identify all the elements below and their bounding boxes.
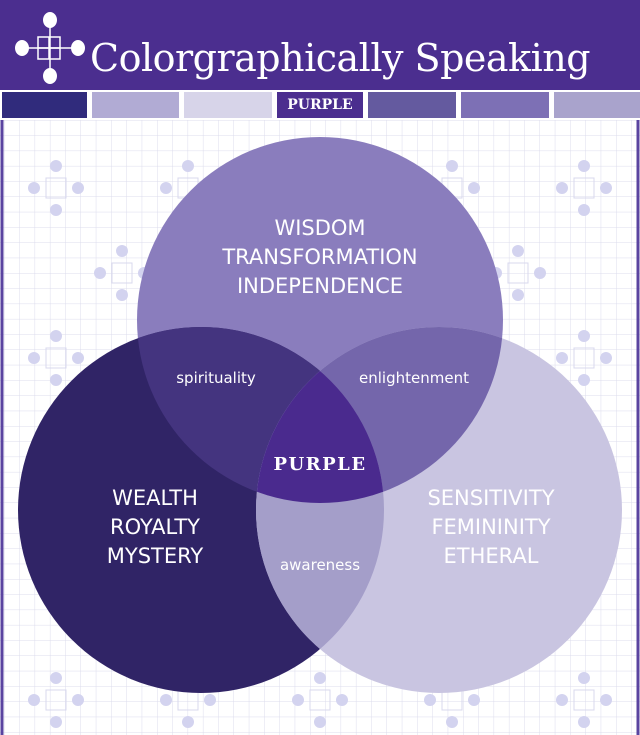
top-label-2: TRANSFORMATION [221,245,417,269]
swatch-6 [554,92,640,118]
swatch-0 [2,92,87,118]
top-label-1: WISDOM [274,216,365,240]
top-label-3: INDEPENDENCE [237,274,403,298]
spirituality-label: spirituality [176,369,256,387]
swatch-2 [184,92,272,118]
awareness-label: awareness [280,556,360,574]
header-banner: Colorgraphically Speaking [0,0,640,90]
color-swatch-bar: PURPLE [0,90,640,120]
left-label-1: WEALTH [112,486,198,510]
right-label-1: SENSITIVITY [427,486,554,510]
swatch-1 [92,92,179,118]
swatch-5 [461,92,549,118]
left-label-2: ROYALTY [110,515,200,539]
left-label-3: MYSTERY [107,544,204,568]
swatch-purple-label: PURPLE [277,92,363,118]
venn-diagram: WISDOM TRANSFORMATION INDEPENDENCE WEALT… [0,120,640,735]
grid-flower-icon [15,12,85,84]
right-label-3: ETHERAL [444,544,539,568]
page-title: Colorgraphically Speaking [90,36,591,80]
enlightenment-label: enlightenment [359,369,469,387]
swatch-4 [368,92,456,118]
center-purple-label: PURPLE [273,454,366,475]
overlap-center [256,327,384,503]
right-label-2: FEMININITY [431,515,550,539]
